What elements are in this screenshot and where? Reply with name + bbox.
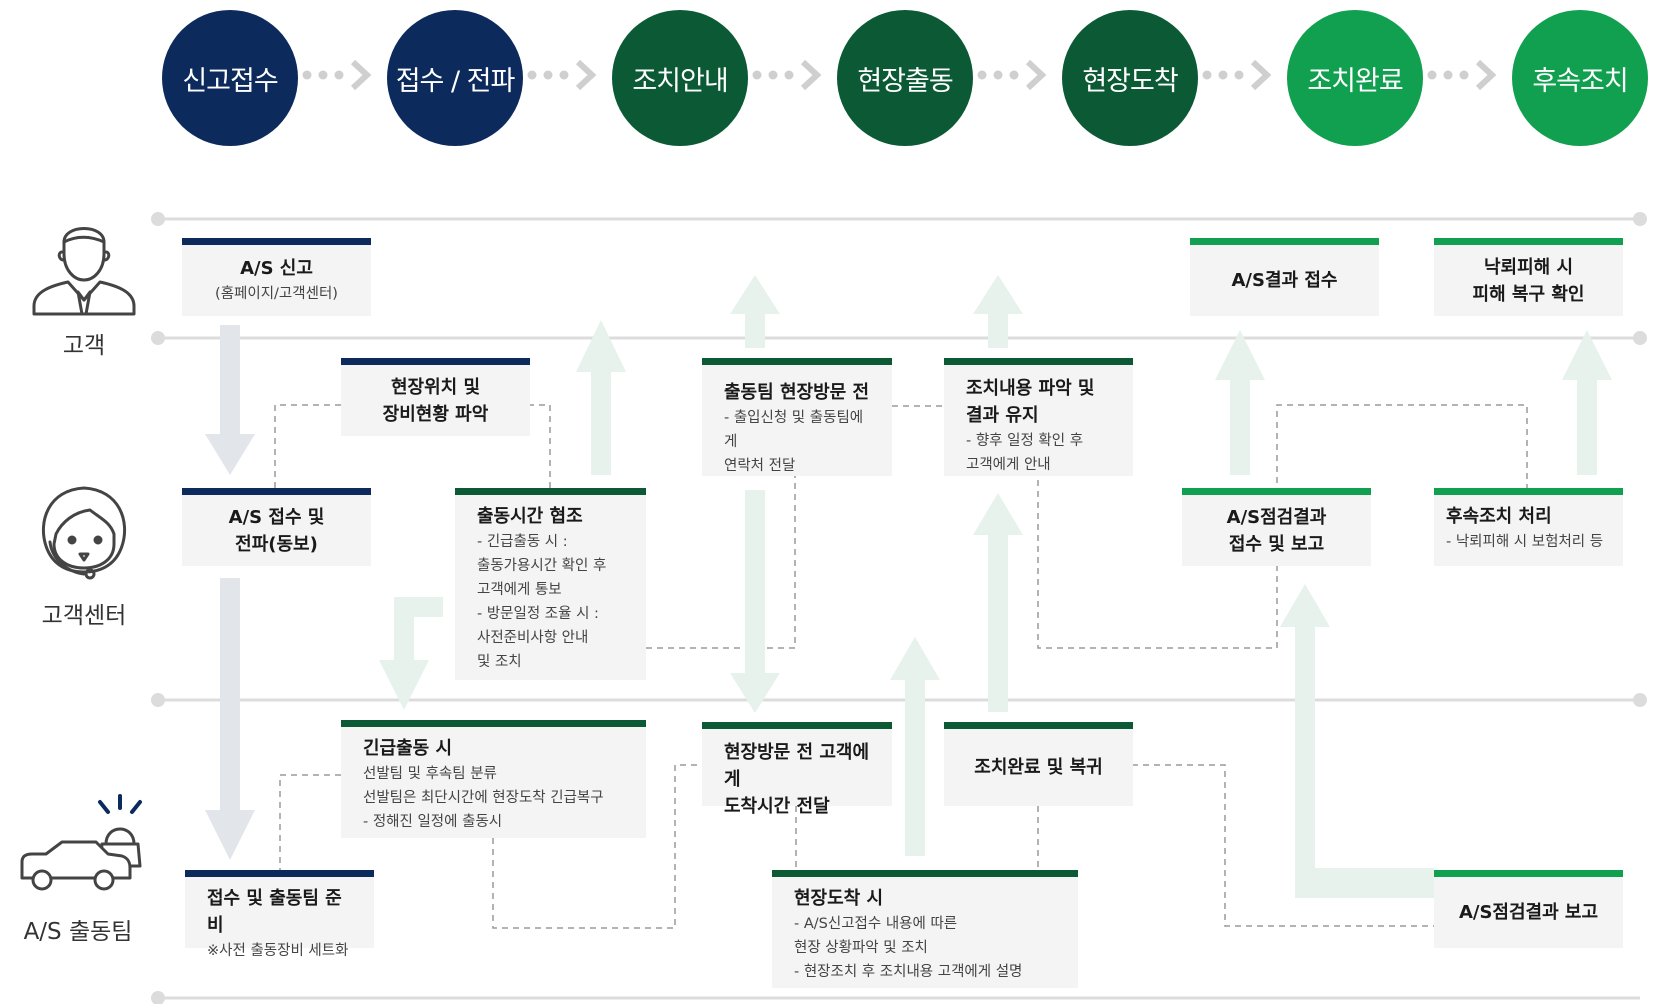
box-title: 출동팀 현장방문 전 [724,382,870,403]
box-title: 출동시간 협조 [477,506,583,527]
dots-chevron-icon [752,60,822,90]
box-dispatch-coord: 출동시간 협조 - 긴급출동 시 : 출동가용시간 확인 후 고객에게 통보 -… [455,488,646,680]
step-label: 현장출동 [857,65,953,97]
box-sub: - A/S신고접수 내용에 따른 현장 상황파악 및 조치 - 현장조치 후 조… [794,916,1023,980]
step-1: 신고접수 [162,10,298,146]
box-title: 현장위치 및 장비현황 파악 [382,376,489,425]
step-label: 접수 / 전파 [395,65,516,97]
box-damage-confirm: 낙뢰피해 시 피해 복구 확인 [1434,238,1623,316]
dots-chevron-icon [1202,60,1272,90]
dots-chevron-icon [1427,60,1497,90]
box-result-receive: A/S결과 접수 [1190,238,1379,316]
step-5: 현장도착 [1062,10,1198,146]
step-label: 조치완료 [1307,65,1403,97]
box-sub: ※사전 출동장비 세트화 [207,943,349,959]
step-4: 현장출동 [837,10,973,146]
box-team-prepare: 접수 및 출동팀 준비 ※사전 출동장비 세트화 [185,870,374,959]
box-sub: - 긴급출동 시 : 출동가용시간 확인 후 고객에게 통보 - 방문일정 조율… [477,534,607,670]
box-pre-visit: 출동팀 현장방문 전 - 출입신청 및 출동팀에게 연락처 전달 [702,358,892,476]
step-label: 후속조치 [1532,65,1628,97]
box-arrival-notice: 현장방문 전 고객에게 도착시간 전달 [702,722,892,817]
box-title: 현장도착 시 [794,888,884,909]
box-title: 긴급출동 시 [363,738,453,759]
actor-center: 고객센터 [24,482,144,630]
box-title: A/S 접수 및 전파(동보) [228,506,325,555]
box-receive-spread: A/S 접수 및 전파(동보) [182,488,371,566]
box-as-report: A/S 신고 (홈페이지/고객센터) [182,238,371,316]
step-3: 조치안내 [612,10,748,146]
step-label: 현장도착 [1082,65,1178,97]
box-followup: 후속조치 처리 - 낙뢰피해 시 보험처리 등 [1434,488,1623,566]
box-title: A/S점검결과 접수 및 보고 [1226,506,1327,555]
step-label: 조치안내 [632,65,728,97]
box-action-result: 조치내용 파악 및 결과 유지 - 향후 일정 확인 후 고객에게 안내 [944,358,1133,476]
box-title: A/S 신고 [240,258,313,279]
dots-chevron-icon [527,60,597,90]
businessman-icon [32,227,136,316]
box-sub: (홈페이지/고객센터) [215,286,338,302]
box-title: 후속조치 처리 [1446,506,1552,527]
box-sub: - 출입신청 및 출동팀에게 연락처 전달 [724,410,864,474]
box-sub: - 향후 일정 확인 후 고객에게 안내 [966,433,1084,473]
actor-customer-label: 고객 [62,333,106,359]
dots-chevron-icon [977,60,1047,90]
box-inspect-receive: A/S점검결과 접수 및 보고 [1182,488,1371,566]
box-title: 조치내용 파악 및 결과 유지 [966,378,1095,426]
box-title: 낙뢰피해 시 피해 복구 확인 [1472,256,1585,305]
box-sub: 선발팀 및 후속팀 분류 선발팀은 최단시간에 현장도착 긴급복구 - 정해진 … [363,766,604,830]
box-location-check: 현장위치 및 장비현황 파악 [341,358,530,436]
step-label: 신고접수 [182,65,278,97]
step-6: 조치완료 [1287,10,1423,146]
box-inspect-report: A/S점검결과 보고 [1434,870,1623,948]
actor-customer: 고객 [24,212,144,360]
actor-team-label: A/S 출동팀 [23,919,133,945]
headset-operator-icon [41,486,127,580]
dots-chevron-icon [302,60,372,90]
box-title: 접수 및 출동팀 준비 [207,888,342,936]
box-title: A/S결과 접수 [1231,270,1338,291]
box-sub: - 낙뢰피해 시 보험처리 등 [1446,534,1604,550]
actor-center-label: 고객센터 [41,603,127,629]
down-arrows-gray [205,325,255,860]
box-title: 현장방문 전 고객에게 도착시간 전달 [724,742,870,817]
lane-dots [151,212,1647,1004]
box-title: 조치완료 및 복귀 [974,757,1103,778]
actor-team: A/S 출동팀 [18,782,142,946]
emergency-vehicle-icon [20,794,142,891]
step-2: 접수 / 전파 [387,10,523,146]
flow-arrows-mint [379,275,1612,898]
box-on-site: 현장도착 시 - A/S신고접수 내용에 따른 현장 상황파악 및 조치 - 현… [772,870,1078,988]
step-7: 후속조치 [1512,10,1648,146]
box-complete-return: 조치완료 및 복귀 [944,722,1133,806]
box-emergency: 긴급출동 시 선발팀 및 후속팀 분류 선발팀은 최단시간에 현장도착 긴급복구… [341,720,646,838]
box-title: A/S점검결과 보고 [1458,902,1599,923]
